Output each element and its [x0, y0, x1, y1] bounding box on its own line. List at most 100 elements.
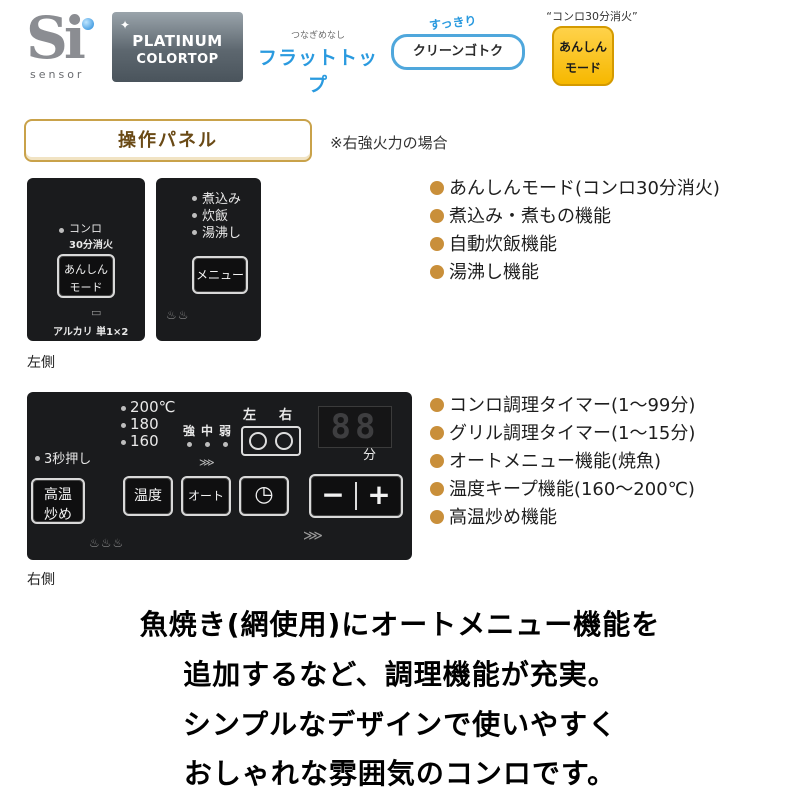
feature-text: 煮込み・煮もの機能	[449, 206, 611, 227]
indicator-dot	[121, 423, 126, 428]
platinum-line2: COLORTOP	[136, 52, 219, 67]
temperature-button[interactable]: 温度	[123, 476, 173, 516]
section-note: ※右強火力の場合	[330, 134, 448, 152]
bullet-icon	[430, 510, 444, 524]
indicator-dot	[187, 442, 192, 447]
feature-text: 自動炊飯機能	[449, 234, 557, 255]
feature-text: 温度キープ機能(160〜200℃)	[449, 479, 695, 500]
auto-off-label: 30分消火	[69, 240, 113, 251]
fish-icon: ⋙	[199, 456, 215, 469]
list-item: あんしんモード(コンロ30分消火)	[430, 175, 720, 203]
list-item: 自動炊飯機能	[430, 231, 720, 259]
temp-160: 160	[130, 432, 159, 450]
indicator-dot	[192, 196, 197, 201]
menu-button[interactable]: メニュー	[192, 256, 248, 294]
list-item: 湯沸し機能	[430, 259, 720, 287]
indicator-dot	[205, 442, 210, 447]
plus-button[interactable]: +	[367, 478, 391, 511]
konro-label: コンロ	[69, 222, 102, 235]
timer-display: 88	[318, 406, 392, 448]
feature-text: オートメニュー機能(焼魚)	[449, 451, 662, 472]
si-logo-subtext: sensor	[30, 68, 85, 81]
anshin-mode-button[interactable]: あんしん モード	[57, 254, 115, 298]
divider	[355, 482, 357, 510]
list-item: グリル調理タイマー(1〜15分)	[430, 420, 695, 448]
anshin-mode-badge: あんしん モード	[552, 26, 614, 86]
bullet-icon	[430, 237, 444, 251]
control-panel-left-menu: 煮込み 炊飯 湯沸し メニュー ♨♨	[156, 178, 261, 341]
high-temp-line1: 高温	[44, 487, 72, 503]
indicator-dot	[59, 228, 64, 233]
bullet-icon	[430, 398, 444, 412]
indicator-dot	[192, 213, 197, 218]
bullet-icon	[430, 482, 444, 496]
sparkle-icon: ✦	[120, 18, 131, 32]
temperature-button-label: 温度	[134, 488, 162, 504]
battery-icon: ▭	[91, 306, 102, 319]
feature-text: 湯沸し機能	[449, 262, 539, 283]
message-line-3: シンプルなデザインで使いやすく	[182, 708, 618, 741]
press-3sec-label: 3秒押し	[44, 452, 92, 467]
indicator-dot	[121, 440, 126, 445]
indicator-dot	[35, 456, 40, 461]
anshin-badge-line1: あんしん	[558, 40, 607, 54]
minus-button[interactable]: −	[321, 478, 345, 511]
left-side-caption: 左側	[27, 355, 55, 371]
anshin-caption: “コンロ30分消火”	[546, 10, 638, 23]
timer-button[interactable]: ◷	[239, 476, 289, 516]
list-item: オートメニュー機能(焼魚)	[430, 448, 695, 476]
list-item: 煮込み・煮もの機能	[430, 203, 720, 231]
platinum-line1: PLATINUM	[132, 32, 223, 50]
list-item: 高温炒め機能	[430, 504, 695, 532]
bullet-icon	[430, 426, 444, 440]
bullet-icon	[430, 181, 444, 195]
side-right-label: 右	[279, 408, 293, 423]
stove-diagram-icon	[241, 426, 301, 456]
clean-gotoku-logo: すっきり クリーンゴトク	[385, 14, 528, 76]
temp-200: 200℃	[130, 398, 176, 416]
fish-grill-icon: ⋙	[303, 528, 323, 544]
menu-item-yuwakashi: 湯沸し	[202, 226, 242, 241]
si-sensor-logo: Si sensor	[26, 4, 104, 84]
bullet-icon	[430, 265, 444, 279]
indicator-dot	[121, 406, 126, 411]
bullet-icon	[430, 209, 444, 223]
strength-strong: 強	[183, 424, 196, 438]
high-temp-line2: 炒め	[44, 507, 72, 523]
strength-weak: 弱	[219, 424, 232, 438]
feature-text: 高温炒め機能	[449, 507, 557, 528]
clean-gotoku-label: クリーンゴトク	[412, 44, 504, 59]
strength-medium: 中	[201, 424, 214, 438]
list-item: 温度キープ機能(160〜200℃)	[430, 476, 695, 504]
clock-icon: ◷	[254, 482, 274, 507]
clean-gotoku-caption: すっきり	[428, 13, 478, 33]
side-left-label: 左	[243, 408, 257, 423]
platinum-colortop-logo: ✦ PLATINUM COLORTOP	[112, 12, 243, 82]
auto-menu-button[interactable]: オート	[181, 476, 231, 516]
auto-button-label: オート	[187, 489, 224, 503]
feature-text: グリル調理タイマー(1〜15分)	[449, 423, 696, 444]
flat-top-caption: つなぎめなし	[290, 31, 345, 41]
feature-list-right: コンロ調理タイマー(1〜99分) グリル調理タイマー(1〜15分) オートメニュ…	[430, 392, 695, 532]
temp-180: 180	[130, 415, 159, 433]
flame-icon: ♨♨	[166, 308, 190, 322]
si-logo-text: Si	[26, 4, 86, 72]
indicator-dot	[223, 442, 228, 447]
battery-label: アルカリ 単1×2	[53, 327, 129, 338]
feature-text: あんしんモード(コンロ30分消火)	[449, 178, 720, 199]
feature-text: コンロ調理タイマー(1〜99分)	[449, 395, 696, 416]
minutes-unit: 分	[363, 448, 377, 463]
message-line-1: 魚焼き(網使用)にオートメニュー機能を	[139, 608, 661, 641]
section-heading: 操作パネル	[24, 119, 312, 162]
bullet-icon	[430, 454, 444, 468]
right-side-caption: 右側	[27, 572, 55, 588]
list-item: コンロ調理タイマー(1〜99分)	[430, 392, 695, 420]
high-temp-stirfry-button[interactable]: 高温 炒め	[31, 478, 85, 524]
section-title: 操作パネル	[118, 130, 218, 151]
anshin-button-line2: モード	[69, 281, 103, 294]
menu-item-suihan: 炊飯	[202, 209, 229, 224]
clean-gotoku-badge: クリーンゴトク	[391, 34, 525, 70]
feature-list-left: あんしんモード(コンロ30分消火) 煮込み・煮もの機能 自動炊飯機能 湯沸し機能	[430, 175, 720, 287]
anshin-badge-line2: モード	[564, 61, 601, 75]
message-line-2: 追加するなど、調理機能が充実。	[183, 658, 617, 691]
